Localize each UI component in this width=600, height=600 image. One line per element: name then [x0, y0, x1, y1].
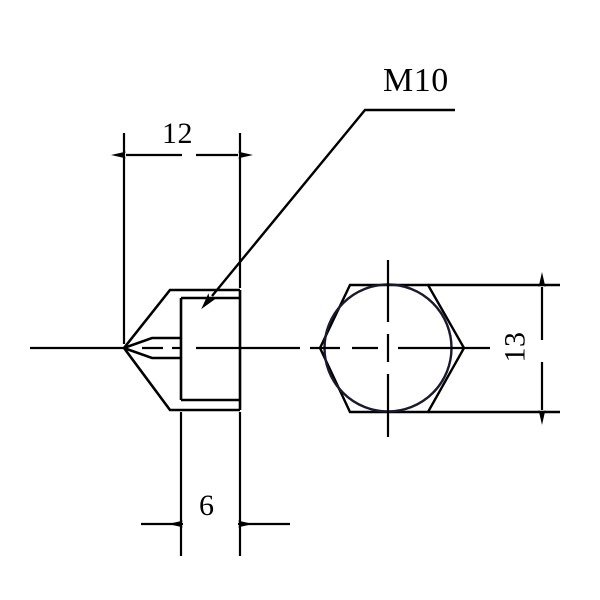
dimension-label-12: 12 — [162, 117, 193, 150]
side-view-cone-point — [123, 336, 181, 360]
m10-leader-line — [201, 108, 455, 310]
end-view-flat-extension-lines — [428, 283, 560, 414]
end-view-centerlines — [310, 260, 490, 437]
thread-callout-label-m10: M10 — [383, 62, 449, 99]
dimension-label-6: 6 — [199, 489, 215, 522]
dimension-label-13: 13 — [498, 331, 532, 363]
side-view-head-body — [179, 290, 242, 410]
dimension-6 — [141, 412, 290, 556]
